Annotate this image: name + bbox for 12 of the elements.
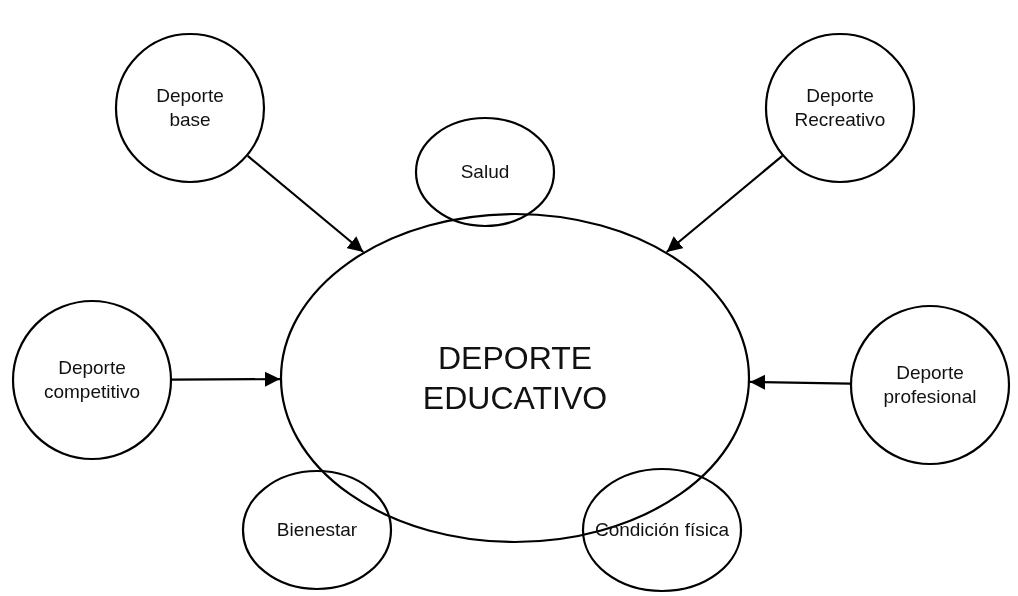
node-label: Salud (460, 160, 510, 184)
arrow (666, 155, 783, 253)
node-label: Deporte competitivo (42, 356, 142, 404)
node-label: Deporte Recreativo (793, 84, 887, 132)
node-label: Condición física (594, 518, 730, 542)
node-label: Deporte base (155, 84, 225, 132)
node-label: DEPORTE EDUCATIVO (421, 339, 609, 418)
arrow (247, 155, 364, 253)
arrow (749, 374, 851, 390)
node-label: Deporte profesional (882, 361, 978, 409)
arrow (172, 371, 280, 387)
node-label: Bienestar (276, 518, 358, 542)
